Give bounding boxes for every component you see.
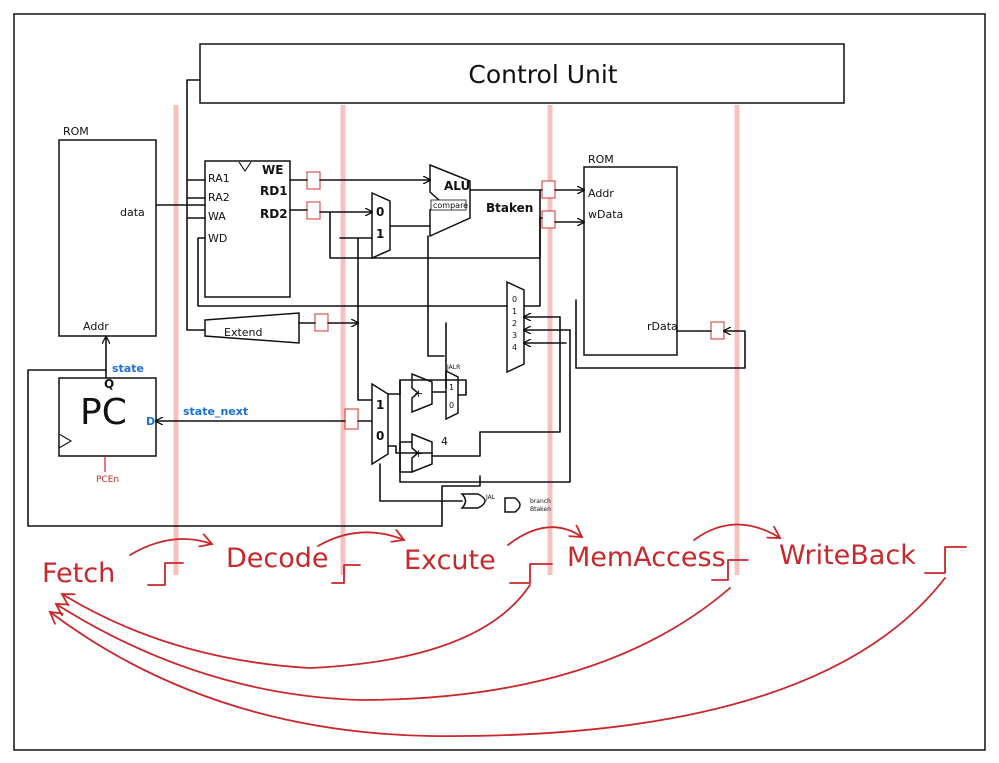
extend-unit: Extend: [204, 312, 300, 344]
pc-mux-in0: 0: [376, 429, 384, 443]
pc-next-mux: 1 0: [371, 382, 389, 466]
wb-mux-in4: 4: [512, 343, 517, 352]
adder-top-sign: +: [414, 387, 423, 400]
rom-left-addr-port: Addr: [83, 320, 109, 333]
canvas-border: [13, 13, 986, 751]
writeback-mux: 0 1 2 3 4: [506, 280, 525, 374]
stage-fetch: Fetch: [42, 558, 115, 589]
stage-transition-arrows: [50, 523, 946, 737]
branch-logic-gates: JAL branch Btaken: [460, 493, 551, 513]
jalr-in0: 0: [449, 401, 454, 410]
pc-enable-label: PCEn: [96, 475, 119, 485]
rf-ra1: RA1: [208, 172, 230, 185]
adder-bottom-const: 4: [441, 435, 448, 448]
pc-d-port: D: [146, 415, 155, 428]
rf-we: WE: [262, 163, 283, 177]
wb-mux-in0: 0: [512, 295, 517, 304]
stage-execute: Excute: [404, 545, 496, 576]
control-unit-label: Control Unit: [468, 60, 617, 89]
stage-decode: Decode: [226, 543, 329, 574]
adder-top: +: [411, 372, 433, 414]
extend-label: Extend: [224, 326, 263, 339]
datapath-wires: [27, 79, 746, 527]
rf-ra2: RA2: [208, 191, 230, 204]
rom-left-data-port: data: [120, 206, 145, 219]
jalr-in1: 1: [449, 383, 454, 392]
alu-b-mux-in0: 0: [376, 205, 384, 219]
gate-branch-label: branch: [530, 498, 551, 505]
pc-state-label: state: [112, 362, 144, 375]
btaken-label: Btaken: [486, 201, 533, 215]
rom-left-title: ROM: [63, 125, 89, 138]
pc-q-port: Q: [104, 377, 114, 391]
wb-mux-in2: 2: [512, 319, 517, 328]
stage-labels: Fetch Decode Excute MemAccess WriteBack: [42, 540, 916, 589]
stage-writeback: WriteBack: [779, 540, 916, 571]
rom-right-wdata: wData: [588, 208, 623, 221]
pc-state-next-label: state_next: [183, 405, 248, 418]
alu: ALU compare Btaken: [429, 163, 533, 238]
rom-right: ROM Addr wData rData: [583, 153, 678, 356]
rom-left: ROM data Addr: [58, 125, 157, 337]
gate-btaken-label: Btaken: [530, 506, 551, 513]
alu-b-mux-in1: 1: [376, 227, 384, 241]
rf-wd: WD: [208, 232, 227, 245]
rf-rd2: RD2: [260, 207, 288, 221]
pc-label: PC: [80, 392, 127, 433]
alu-label: ALU: [444, 179, 470, 193]
rf-wa: WA: [208, 210, 226, 223]
clock-edge-glyphs: [147, 546, 967, 586]
rom-right-title: ROM: [588, 153, 614, 166]
alu-b-mux: 0 1: [371, 191, 391, 260]
wb-mux-in3: 3: [512, 331, 517, 340]
rom-right-rdata: rData: [647, 320, 678, 333]
rf-rd1: RD1: [260, 184, 288, 198]
rom-right-addr: Addr: [588, 187, 614, 200]
alu-compare-label: compare: [433, 201, 468, 210]
pipeline-registers: [306, 171, 725, 430]
wb-mux-in1: 1: [512, 307, 517, 316]
jalr-label: JALR: [446, 364, 460, 371]
pc-mux-in1: 1: [376, 398, 384, 412]
register-file: RA1 RA2 WA WD WE RD1 RD2: [204, 160, 291, 298]
pc-register: PC Q D state state_next PCEn: [58, 362, 248, 485]
jalr-mux: JALR 1 0: [445, 364, 460, 421]
control-unit: Control Unit: [199, 43, 845, 104]
stage-memaccess: MemAccess: [567, 542, 726, 573]
gate-jal-label: JAL: [485, 494, 496, 501]
